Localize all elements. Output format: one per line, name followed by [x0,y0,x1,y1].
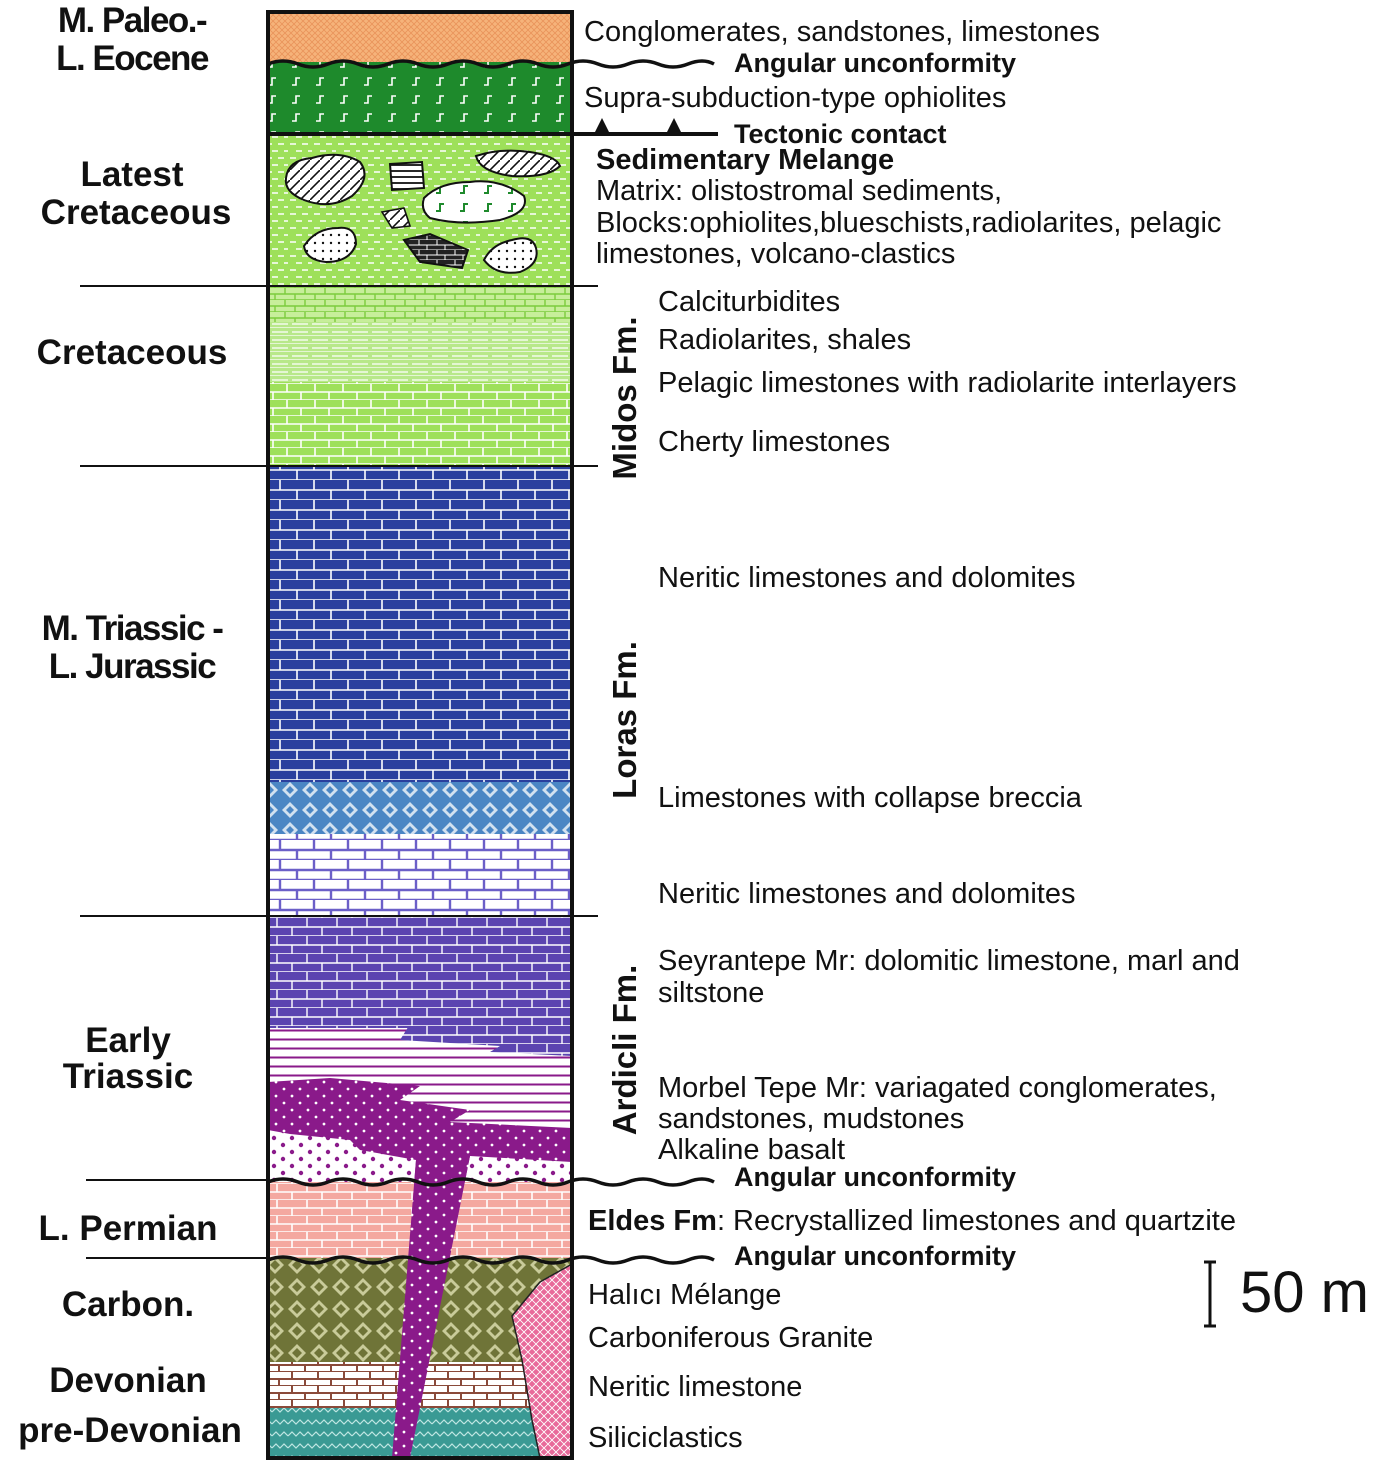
column-frame [266,10,574,1460]
layer-ophiolites [268,62,572,134]
unconformity-line-2 [267,1177,715,1187]
age-labels: M. Paleo.- L. Eocene Latest Cretaceous C… [18,1,242,1450]
tectonic-tooth-2 [666,118,682,134]
unit-melange-blocks-2: limestones, volcano-clastics [596,238,955,270]
scale-bar-label: 50 m [1240,1260,1369,1325]
age-devonian: Devonian [49,1361,207,1400]
unit-radiolarites: Radiolarites, shales [658,324,911,356]
layer-neritic-violet-light [268,834,572,916]
unit-cherty: Cherty limestones [658,426,890,458]
block-brick [402,232,470,270]
melange-blocks [284,149,562,274]
unit-eldes-desc: : Recrystallized limestones and quartzit… [717,1205,1236,1237]
unit-calciturbidites: Calciturbidites [658,286,840,318]
unit-halici: Halıcı Mélange [588,1279,781,1311]
age-early-1: Early [85,1021,171,1060]
formation-midos: Midos Fm. [606,316,643,479]
basalt-dyke [392,1156,470,1458]
age-carbon: Carbon. [62,1285,194,1324]
unit-pelagic: Pelagic limestones with radiolarite inte… [658,367,1237,399]
unit-neritic-1: Neritic limestones and dolomites [658,562,1075,594]
unit-siliciclastics: Siliciclastics [588,1422,743,1454]
unit-granite: Carboniferous Granite [588,1322,873,1354]
layer-radiolarites [268,322,572,382]
unit-ophiolites: Supra-subduction-type ophiolites [584,82,1006,114]
contact-unconformity-2: Angular unconformity [734,1162,1016,1192]
formation-loras: Loras Fm. [606,641,643,799]
block-dotted-2 [482,237,538,274]
scale-bar-bracket [1204,1260,1216,1328]
contact-tectonic: Tectonic contact [734,119,947,149]
age-triassic-1: M. Triassic - [42,609,224,648]
contact-lines [80,59,718,1265]
unit-seyrantepe-1: Seyrantepe Mr: dolomitic limestone, marl… [658,945,1240,977]
formation-ardicli: Ardicli Fm. [606,965,643,1136]
layer-conglomerates [268,12,572,64]
block-lined [388,160,426,192]
unit-basalt: Alkaline basalt [658,1134,845,1166]
layer-collapse-breccia [268,782,572,834]
block-ophiolite [421,180,526,224]
contact-unconformity-1: Angular unconformity [734,48,1016,78]
unit-melange-blocks-1: Blocks:ophiolites,blueschists,radiolarit… [596,207,1221,239]
layer-pelagic-cherty [268,382,572,466]
unit-morbel-1: Morbel Tepe Mr: variagated conglomerates… [658,1072,1217,1104]
contact-unconformity-3: Angular unconformity [734,1241,1016,1271]
layer-seyrantepe-interfinger [268,1020,572,1056]
age-paleo-1: M. Paleo.- [58,1,207,40]
unit-breccia: Limestones with collapse breccia [658,782,1083,814]
age-latest-2: Cretaceous [41,193,232,232]
unit-conglomerates: Conglomerates, sandstones, limestones [584,16,1100,48]
age-paleo-2: L. Eocene [56,39,209,78]
unit-neritic-2: Neritic limestones and dolomites [658,878,1075,910]
unit-descriptions: Conglomerates, sandstones, limestones Su… [584,16,1240,1454]
age-latest-1: Latest [80,155,183,194]
age-cretaceous: Cretaceous [37,333,228,372]
unit-melange-matrix: Matrix: olistostromal sediments, [596,175,1002,207]
layer-calciturbidites [268,286,572,322]
age-permian: L. Permian [39,1209,218,1248]
layer-neritic-blue [268,466,572,782]
unit-eldes: Eldes Fm: Recrystallized limestones and … [588,1205,1236,1237]
contact-labels: Angular unconformity Tectonic contact An… [734,48,1016,1271]
unit-melange-title: Sedimentary Melange [596,144,894,176]
block-dotted [302,226,358,264]
age-triassic-2: L. Jurassic [49,647,216,686]
formation-labels: Midos Fm. Loras Fm. Ardicli Fm. [606,316,643,1135]
age-predevonian: pre-Devonian [18,1411,242,1450]
column-layers [268,12,573,1459]
unit-neritic-limestone: Neritic limestone [588,1371,802,1403]
unconformity-line-3 [267,1255,715,1265]
tectonic-tooth-1 [594,118,610,134]
block-hatched [284,153,366,206]
scale-bar: 50 m [1204,1260,1369,1328]
unit-eldes-name: Eldes Fm [588,1205,717,1237]
unit-morbel-2: sandstones, mudstones [658,1103,964,1135]
layer-siliciclastics [268,1408,572,1458]
block-zigzag [474,149,562,178]
age-early-2: Triassic [63,1057,193,1096]
unit-seyrantepe-2: siltstone [658,977,764,1009]
unconformity-line-1 [267,59,715,69]
block-small [380,207,412,229]
